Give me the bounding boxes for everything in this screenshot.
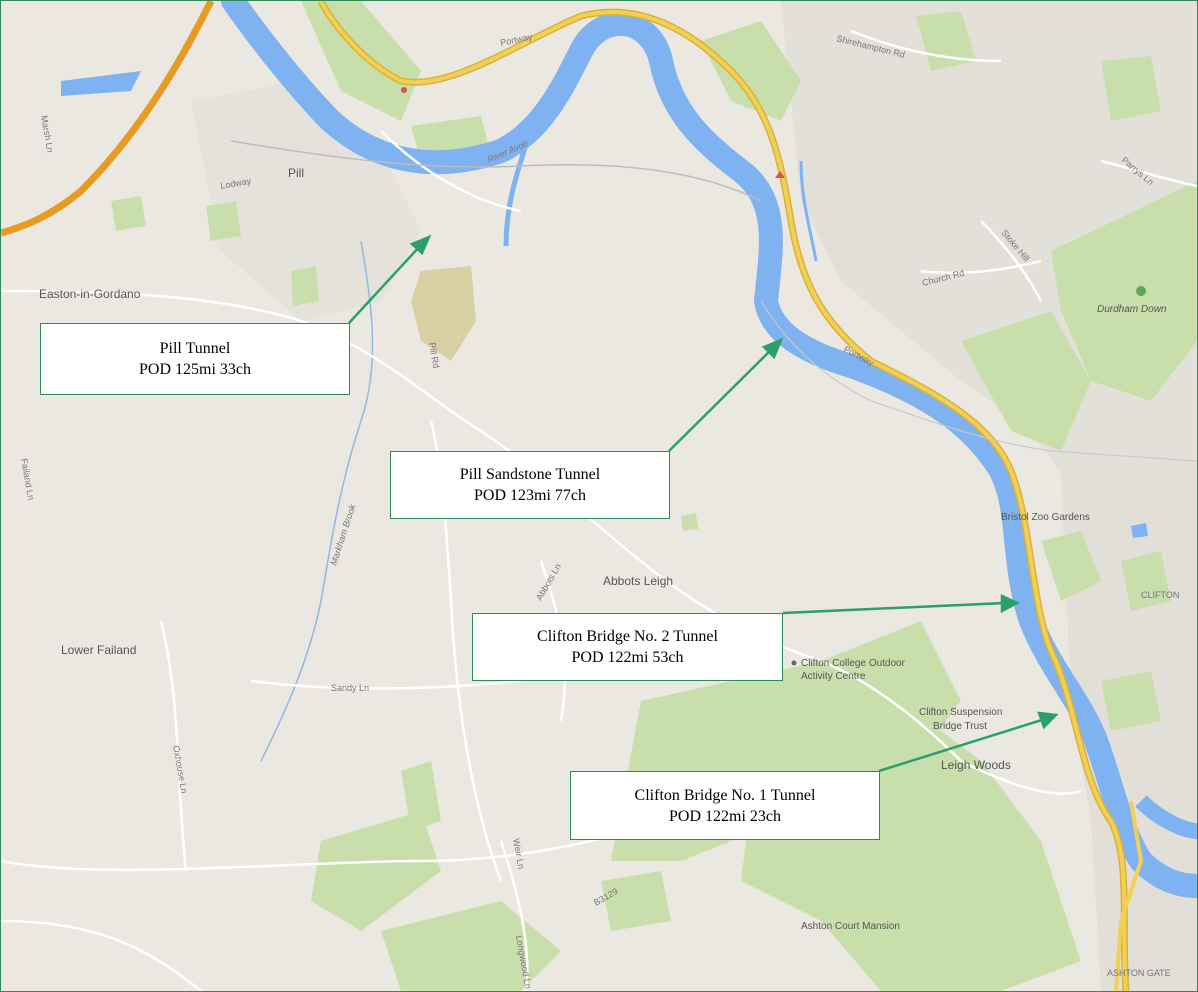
place-label-ashton-gate: ASHTON GATE [1107, 968, 1171, 978]
bridge-marker [775, 171, 785, 178]
arrow-head [1000, 594, 1020, 614]
callout-pill-sandstone-tunnel: Pill Sandstone Tunnel POD 123mi 77ch [390, 451, 670, 519]
portway-road [319, 1, 1128, 991]
place-label-clifton: CLIFTON [1141, 590, 1179, 600]
park [111, 196, 146, 231]
park [701, 21, 801, 121]
poi-dot [791, 660, 797, 666]
poi-label-ashton-court: Ashton Court Mansion [801, 921, 900, 932]
callout-title: Clifton Bridge No. 1 Tunnel [634, 786, 816, 804]
park [1101, 56, 1161, 121]
callout-title: Pill Sandstone Tunnel [459, 466, 601, 483]
park [681, 513, 698, 531]
callout-arrows [348, 234, 1059, 773]
pond [1131, 523, 1148, 538]
woods [401, 761, 441, 831]
motorway-m5 [1, 1, 215, 237]
place-label-easton: Easton-in-Gordano [39, 287, 141, 301]
poi-label-college-line2: Activity Centre [801, 671, 866, 682]
pond [61, 71, 141, 96]
arrow-pill-sandstone [668, 347, 774, 452]
creek [799, 160, 818, 262]
poi-label-college-line1: Clifton College Outdoor [801, 658, 906, 669]
arrow-head [409, 234, 432, 256]
field [411, 266, 476, 361]
arrow-head [761, 337, 784, 360]
arrow-pill-tunnel [348, 244, 422, 324]
park [916, 11, 976, 71]
woods [381, 901, 561, 991]
junction-marker [401, 87, 407, 93]
park [961, 311, 1091, 451]
poi-label-bridge-trust-line2: Bridge Trust [933, 721, 987, 732]
river-avon [221, 1, 1197, 898]
park [301, 1, 421, 121]
park-durdham-down [1051, 181, 1197, 401]
railway [760, 300, 1197, 462]
callout-pod: POD 125mi 33ch [139, 361, 251, 378]
place-label-lower-failand: Lower Failand [61, 643, 136, 657]
place-label-abbots-leigh: Abbots Leigh [603, 574, 673, 588]
poi-label-zoo: Bristol Zoo Gardens [1001, 512, 1090, 523]
markham-brook [260, 240, 374, 762]
a-road [1114, 800, 1144, 991]
place-label-leigh-woods: Leigh Woods [941, 758, 1011, 772]
woods [311, 811, 441, 931]
callout-pill-tunnel: Pill Tunnel POD 125mi 33ch [40, 323, 350, 395]
arrow-clifton-1 [878, 717, 1046, 773]
park [206, 201, 241, 241]
creek [503, 110, 539, 247]
road-label-sandy: Sandy Ln [331, 683, 369, 693]
callout-title: Clifton Bridge No. 2 Tunnel [537, 628, 718, 645]
callout-clifton-bridge-1-tunnel: Clifton Bridge No. 1 Tunnel POD 122mi 23… [570, 771, 880, 840]
arrow-clifton-2 [782, 601, 1006, 615]
callout-clifton-bridge-2-tunnel: Clifton Bridge No. 2 Tunnel POD 122mi 53… [472, 613, 783, 681]
floating-harbour [1135, 795, 1197, 839]
road-label-pill-rd: Pill Rd [427, 342, 441, 369]
place-label-durdham-down: Durdham Down [1097, 304, 1167, 315]
arrow-head [1037, 711, 1059, 730]
callout-title: Pill Tunnel [159, 340, 231, 357]
callout-pod: POD 123mi 77ch [474, 487, 586, 504]
callout-pod: POD 122mi 23ch [669, 807, 781, 825]
park [1121, 551, 1171, 611]
park [291, 266, 319, 306]
railway [230, 140, 762, 202]
park-icon [1136, 286, 1146, 296]
poi-label-bridge-trust-line1: Clifton Suspension [919, 707, 1002, 718]
park [1101, 671, 1161, 731]
woods [601, 871, 671, 931]
callout-pod: POD 122mi 53ch [571, 649, 684, 666]
park [1041, 531, 1101, 601]
place-label-pill: Pill [288, 166, 304, 180]
